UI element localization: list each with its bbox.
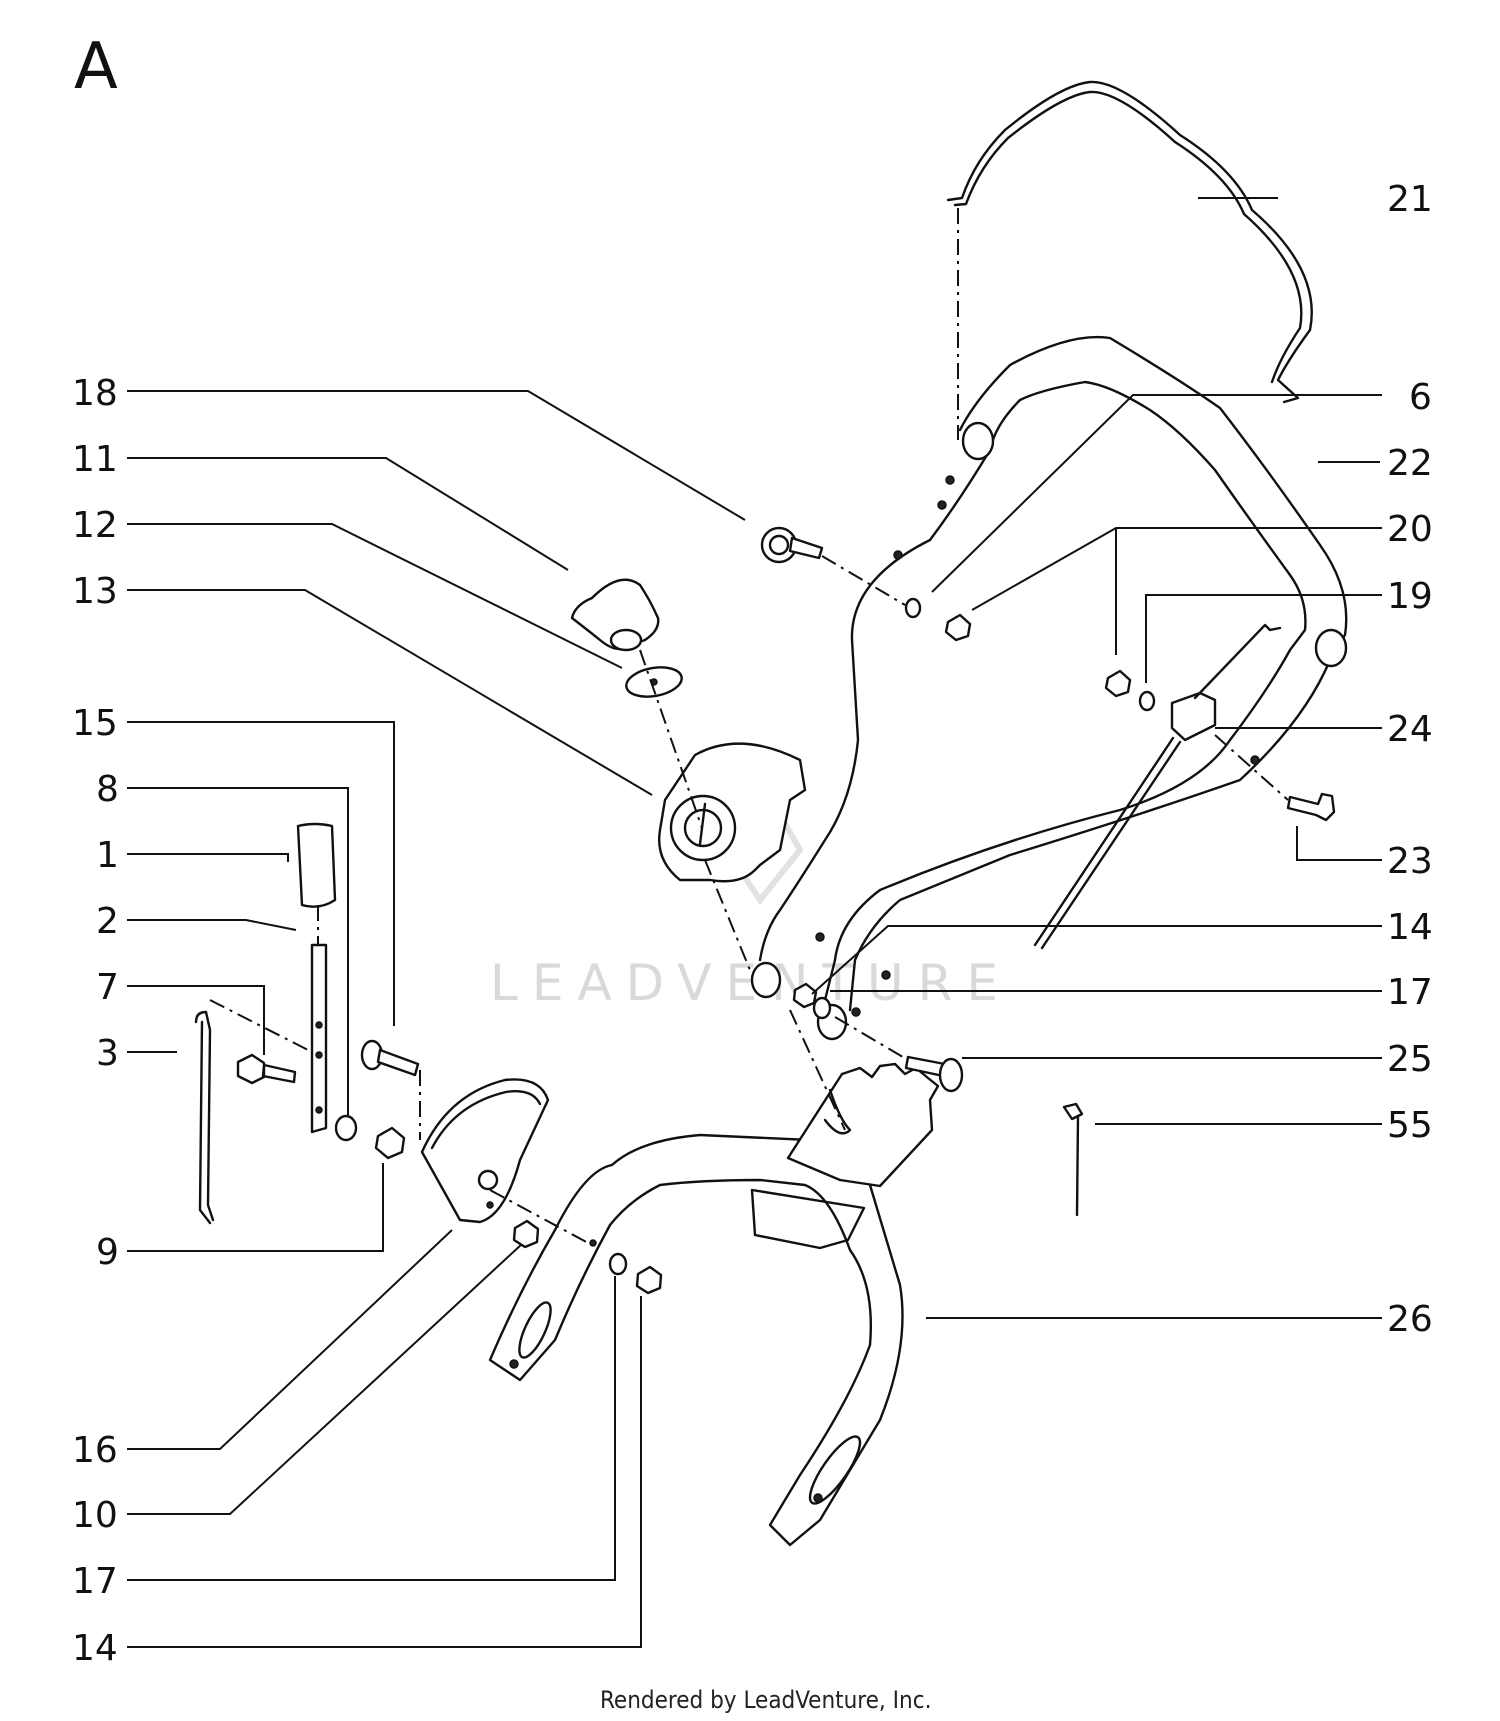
part-55-cable-tie: [1062, 1102, 1084, 1217]
callout-6: 6: [1409, 377, 1432, 418]
callout-2: 2: [96, 901, 119, 942]
callout-16: 16: [72, 1430, 118, 1471]
part-23-bolt: [1286, 792, 1336, 822]
callout-3: 3: [96, 1033, 119, 1074]
callout-11: 11: [72, 439, 118, 480]
part-15-bolt: [360, 1039, 420, 1077]
part-7-bolt: [236, 1053, 297, 1085]
handle-end-cap-left: [961, 421, 995, 461]
callout-18: 18: [72, 373, 118, 414]
gear-sector: [786, 1062, 940, 1188]
callout-1: 1: [96, 835, 119, 876]
part-26-lower-handle: [488, 1133, 904, 1547]
part-13-bracket: [658, 742, 807, 883]
leader-lines: [127, 197, 1382, 1648]
callout-26: 26: [1387, 1299, 1433, 1340]
callout-23: 23: [1387, 841, 1433, 882]
callout-22: 22: [1387, 443, 1433, 484]
part-25-carriage-bolt: [904, 1055, 964, 1093]
assembly-line-bolt25: [834, 1016, 909, 1061]
part-12-washer: [625, 666, 683, 698]
callout-9: 9: [96, 1232, 119, 1273]
callout-21: 21: [1387, 179, 1433, 220]
callout-17-lower: 17: [72, 1561, 118, 1602]
part-21-bail: [946, 80, 1313, 404]
callout-55: 55: [1387, 1105, 1433, 1146]
part-8-washer: [334, 1114, 358, 1142]
part-3-rod: [194, 1010, 215, 1225]
callout-17-upper: 17: [1387, 972, 1433, 1013]
handle-bottom-end-left: [750, 961, 782, 999]
assembly-line-rod: [209, 999, 309, 1051]
part-16-quadrant: [420, 1078, 550, 1224]
part-18-eyebolt: [760, 526, 824, 564]
assembly-line-bracket: [704, 859, 753, 976]
part-10-nut: [512, 1219, 540, 1249]
callout-24: 24: [1387, 709, 1433, 750]
part-14-nut-lower: [635, 1265, 663, 1295]
assembly-line-nut10: [489, 1189, 591, 1245]
part-2-lever: [310, 943, 328, 1134]
callout-14-upper: 14: [1387, 907, 1433, 948]
assembly-line-gear: [789, 1009, 846, 1131]
part-19-washer: [1138, 690, 1156, 712]
callout-8: 8: [96, 769, 119, 810]
part-22-upper-handle: [758, 335, 1348, 1012]
watermark-text: LEADVENTURE: [490, 954, 1012, 1012]
callout-12: 12: [72, 505, 118, 546]
part-24-cable-clip: [1033, 623, 1282, 950]
callout-20: 20: [1387, 509, 1433, 550]
section-letter: A: [74, 30, 118, 104]
callout-13: 13: [72, 571, 118, 612]
callout-10: 10: [72, 1495, 118, 1536]
assembly-line-knob: [639, 649, 703, 829]
part-17-washer-lower: [608, 1252, 628, 1276]
part-20-nut-upper: [944, 613, 972, 642]
footer-credit: Rendered by LeadVenture, Inc.: [600, 1686, 931, 1714]
callout-14-lower: 14: [72, 1628, 118, 1669]
part-1-grip: [296, 822, 337, 908]
callout-7: 7: [96, 967, 119, 1008]
watermark: LEADVENTURE: [490, 774, 1012, 1012]
callout-19: 19: [1387, 576, 1433, 617]
callout-15: 15: [72, 703, 118, 744]
part-20-nut-right: [1104, 669, 1132, 698]
part-6-washer: [904, 597, 922, 619]
callout-25: 25: [1387, 1039, 1433, 1080]
handle-end-cap-right: [1314, 628, 1348, 668]
part-17-washer-upper: [812, 996, 832, 1020]
part-9-nut: [374, 1126, 406, 1160]
